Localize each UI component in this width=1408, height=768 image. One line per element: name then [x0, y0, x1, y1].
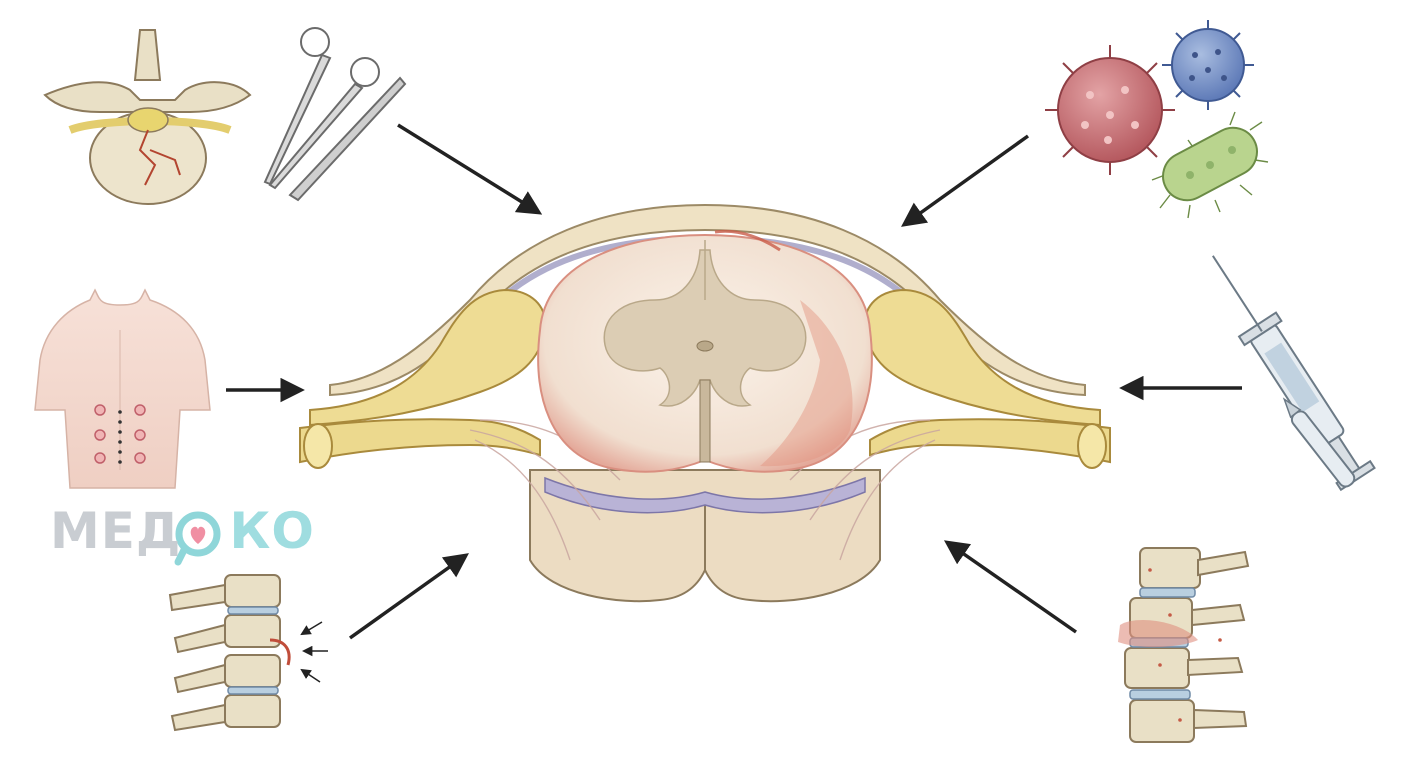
degenerative-spine-icon	[1118, 547, 1250, 743]
arrow-bottom-right	[943, 540, 1077, 634]
right-nerve-trunk	[869, 418, 1111, 464]
right-nerve-root	[863, 288, 1101, 427]
left-nerve-trunk	[299, 418, 541, 464]
arrow-top-right	[901, 134, 1030, 227]
logo-heart-o-icon	[174, 511, 221, 566]
logo-text-part2: КО	[229, 502, 315, 560]
red-virus	[1045, 45, 1175, 175]
vertebra-fracture-icon	[43, 29, 252, 205]
back-injection-sites-icon	[34, 288, 211, 489]
nerve-fibers	[469, 419, 941, 561]
arrow-top-left	[397, 123, 543, 215]
arrow-bottom-left	[348, 553, 469, 640]
arrows	[226, 123, 1242, 640]
blue-virus	[1162, 20, 1254, 110]
syringe-icon	[1212, 255, 1376, 492]
logo-text-part1: МЕД	[50, 502, 182, 560]
anterior-fissure	[699, 379, 711, 463]
pia-vessel-layer	[544, 476, 866, 514]
spinal-compression-icon	[168, 574, 328, 732]
left-nerve-root	[309, 288, 547, 427]
spinal-cord-cross-section	[299, 203, 1111, 603]
virus-bacteria-icon	[1045, 20, 1269, 219]
bacterium	[1151, 111, 1269, 219]
surgical-instruments-icon	[263, 27, 407, 202]
inflamed-region	[760, 300, 853, 467]
central-canal	[696, 340, 714, 352]
